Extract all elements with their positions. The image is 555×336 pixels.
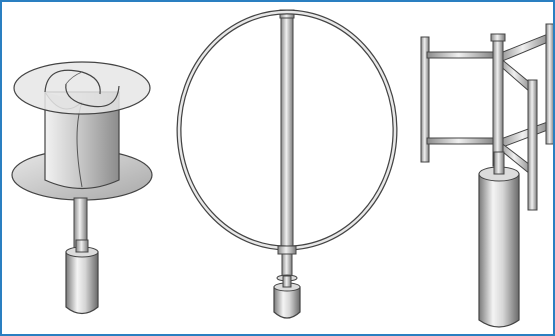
darrieus-turbine xyxy=(179,10,395,318)
h-rotor-turbine xyxy=(421,24,553,327)
savonius-turbine xyxy=(12,62,152,314)
